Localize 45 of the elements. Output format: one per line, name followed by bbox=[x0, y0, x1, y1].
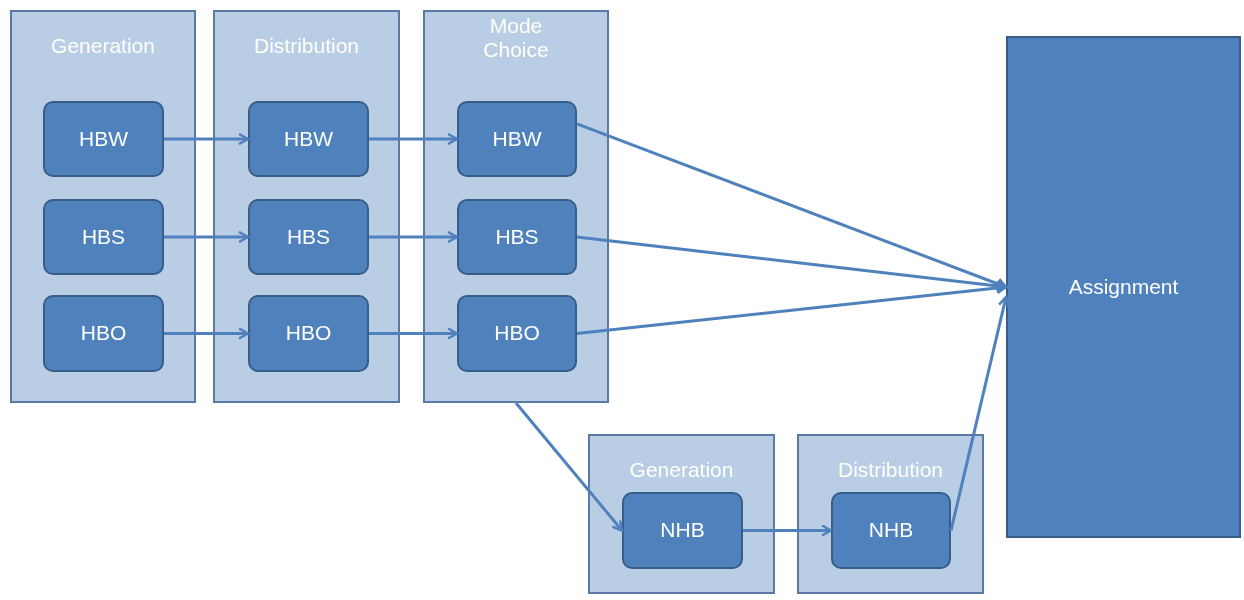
process-box bbox=[457, 295, 577, 372]
arrow bbox=[164, 132, 250, 146]
arrow bbox=[369, 132, 459, 146]
box-label: HBS bbox=[286, 224, 331, 250]
box-label: HBW bbox=[284, 126, 333, 152]
box-label: Assignment bbox=[1068, 274, 1179, 300]
arrow bbox=[743, 524, 833, 537]
process-box bbox=[43, 101, 164, 177]
stage-panel bbox=[423, 10, 609, 403]
stage-title: Generation bbox=[628, 458, 735, 483]
box-label: HBS bbox=[81, 224, 126, 250]
stage-panel bbox=[213, 10, 400, 403]
stage-panel bbox=[10, 10, 196, 403]
stage-title: Generation bbox=[50, 34, 156, 59]
arrow bbox=[576, 235, 1008, 293]
process-box bbox=[1006, 36, 1241, 538]
box-label: HBW bbox=[492, 126, 542, 152]
process-box bbox=[622, 492, 743, 569]
process-box bbox=[248, 295, 369, 372]
box-label: HBS bbox=[495, 224, 539, 250]
stage-title: Distribution bbox=[836, 458, 944, 483]
process-box bbox=[248, 101, 369, 177]
process-box bbox=[248, 199, 369, 275]
box-label: HBO bbox=[285, 321, 332, 346]
stage-title: Mode Choice bbox=[482, 14, 550, 63]
arrow bbox=[949, 295, 1011, 531]
arrow bbox=[576, 281, 1008, 335]
arrow bbox=[514, 402, 624, 532]
arrow bbox=[369, 230, 459, 244]
stage-title: Distribution bbox=[252, 34, 360, 59]
stage-panel bbox=[588, 434, 775, 594]
process-box bbox=[43, 295, 164, 372]
box-label: HBO bbox=[494, 321, 540, 346]
process-box bbox=[43, 199, 164, 275]
process-box bbox=[831, 492, 951, 569]
arrow bbox=[164, 327, 250, 340]
box-label: HBO bbox=[80, 321, 127, 346]
arrow bbox=[164, 230, 250, 244]
arrow bbox=[369, 327, 459, 340]
process-box bbox=[457, 101, 577, 177]
stage-panel bbox=[797, 434, 984, 594]
box-label: NHB bbox=[660, 518, 705, 543]
process-box bbox=[457, 199, 577, 275]
box-label: NHB bbox=[868, 518, 914, 543]
box-label: HBW bbox=[79, 126, 128, 152]
